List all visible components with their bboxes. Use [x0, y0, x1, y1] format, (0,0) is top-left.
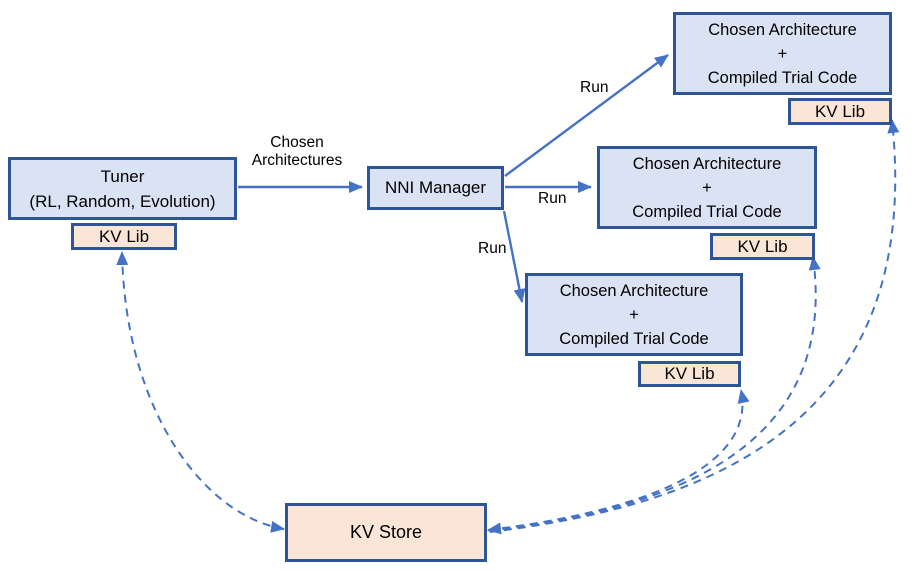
trial-top-line2: +	[777, 44, 788, 63]
tuner-node: Tuner (RL, Random, Evolution)	[8, 157, 237, 220]
edge-label-run-middle: Run	[538, 190, 567, 207]
dashed-arrow-kvstore-trial-top-kvlib	[489, 119, 900, 533]
dashed-arrow-kvstore-tuner-kvlib	[116, 251, 285, 533]
arrow-run-to-trial-bottom	[502, 210, 526, 303]
dashed-arrow-kvstore-trial-bottom-kvlib	[487, 389, 750, 535]
chosen-architectures-line1: Chosen	[270, 134, 324, 151]
trial-middle-line2: +	[702, 178, 712, 197]
trial-middle-line1: Chosen Architecture	[632, 154, 782, 173]
trial-top-node: Chosen Architecture + Compiled Trial Cod…	[673, 12, 892, 95]
trial-bottom-kv-lib-node: KV Lib	[638, 361, 741, 387]
trial-top-line1: Chosen Architecture	[708, 20, 857, 39]
trial-bottom-line2: +	[629, 305, 639, 324]
trial-bottom-line3: Compiled Trial Code	[559, 329, 709, 348]
trial-middle-kv-lib-node: KV Lib	[710, 233, 815, 260]
edge-label-run-top: Run	[580, 79, 609, 96]
kv-store-label: KV Store	[349, 522, 423, 542]
tuner-kv-lib-label: KV Lib	[98, 226, 150, 246]
trial-top-kv-lib-node: KV Lib	[788, 98, 892, 125]
kv-store-node: KV Store	[285, 503, 487, 562]
edge-label-run-bottom: Run	[478, 240, 507, 257]
trial-bottom-line1: Chosen Architecture	[559, 281, 709, 300]
trial-bottom-node: Chosen Architecture + Compiled Trial Cod…	[525, 273, 743, 356]
trial-bottom-kv-lib-label: KV Lib	[664, 364, 715, 383]
trial-middle-node: Chosen Architecture + Compiled Trial Cod…	[597, 146, 817, 229]
dashed-arrow-kvstore-trial-middle-kvlib	[488, 256, 821, 532]
trial-middle-kv-lib-label: KV Lib	[737, 236, 788, 256]
tuner-label-line1: Tuner	[100, 166, 145, 186]
trial-top-kv-lib-label: KV Lib	[814, 101, 866, 121]
edge-label-chosen-architectures: Chosen Architectures	[234, 134, 360, 170]
nni-manager-label: NNI Manager	[384, 178, 487, 197]
nni-manager-node: NNI Manager	[367, 166, 504, 210]
tuner-label-line2: (RL, Random, Evolution)	[29, 191, 216, 211]
tuner-kv-lib-node: KV Lib	[71, 223, 177, 250]
chosen-architectures-line2: Architectures	[251, 152, 343, 169]
arrow-run-to-trial-top	[504, 54, 669, 177]
trial-middle-line3: Compiled Trial Code	[632, 202, 782, 221]
trial-top-line3: Compiled Trial Code	[707, 68, 858, 87]
